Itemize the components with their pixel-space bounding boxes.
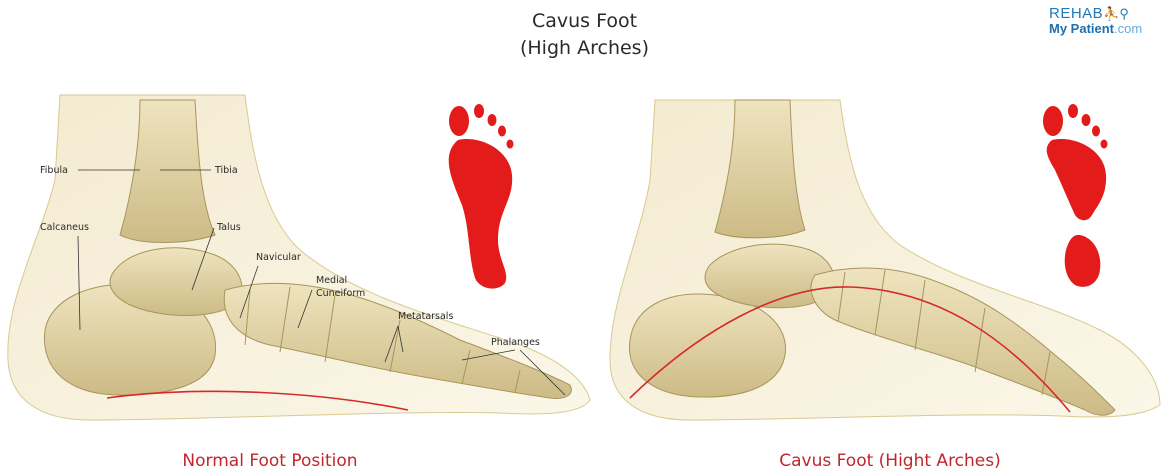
label-metatarsals: Metatarsals [398,311,453,322]
normal-foot-group: Fibula Tibia Calcaneus Talus Navicular M… [8,95,590,420]
label-talus: Talus [216,222,241,233]
caption-cavus-foot: Cavus Foot (Hight Arches) [650,451,1130,471]
cavus-footprint-icon [1043,104,1108,287]
normal-footprint-icon [449,104,514,289]
label-tibia: Tibia [214,165,238,176]
label-fibula: Fibula [40,165,68,176]
normal-talus-bone [110,248,242,316]
cavus-foot-group [610,100,1160,420]
label-calcaneus: Calcaneus [40,222,89,233]
caption-normal-foot: Normal Foot Position [60,451,480,471]
label-phalanges: Phalanges [491,337,540,348]
label-navicular: Navicular [256,252,301,263]
label-medial-cuneiform-line1: Medial [316,275,347,286]
label-medial-cuneiform-line2: Cuneiform [316,288,365,299]
